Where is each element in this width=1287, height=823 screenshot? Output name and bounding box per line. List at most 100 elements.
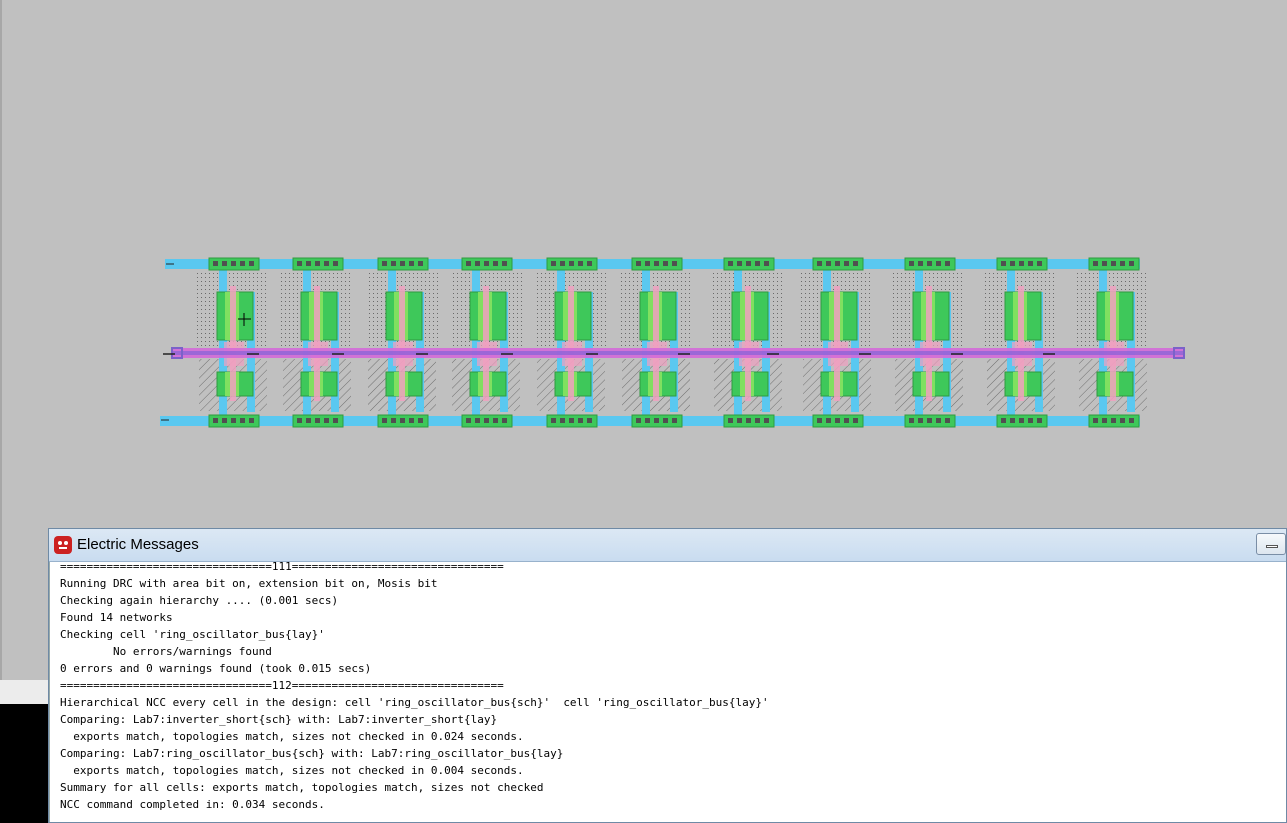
message-line: Running DRC with area bit on, extension …: [60, 577, 438, 590]
messages-window[interactable]: Electric Messages ======================…: [48, 528, 1287, 823]
contact: [578, 418, 583, 423]
contact: [222, 261, 227, 266]
contact: [222, 418, 227, 423]
inverter-cell[interactable]: [620, 257, 692, 428]
metal1-strap: [915, 266, 923, 418]
messages-title: Electric Messages: [77, 536, 199, 553]
contact: [306, 418, 311, 423]
inverter-cell[interactable]: [366, 257, 438, 428]
contact: [400, 261, 405, 266]
contact: [400, 418, 405, 423]
message-line: NCC command completed in: 0.034 seconds.: [60, 798, 325, 811]
contact: [1102, 418, 1107, 423]
status-strip: [0, 680, 50, 704]
contact: [475, 261, 480, 266]
contact: [382, 418, 387, 423]
contact: [560, 261, 565, 266]
contact: [645, 418, 650, 423]
contact: [409, 261, 414, 266]
contact: [502, 261, 507, 266]
minimize-button[interactable]: [1256, 533, 1286, 555]
contact: [654, 261, 659, 266]
bus-end-left[interactable]: [171, 347, 183, 359]
contact: [324, 261, 329, 266]
contact: [560, 418, 565, 423]
inverter-cell[interactable]: [1077, 257, 1149, 428]
contact: [551, 261, 556, 266]
inverter-cell[interactable]: [450, 257, 522, 428]
metal1-strap: [1099, 266, 1107, 418]
message-line: Checking again hierarchy .... (0.001 sec…: [60, 594, 339, 607]
contact: [578, 261, 583, 266]
bus-end-right[interactable]: [1173, 347, 1185, 359]
contact: [1037, 418, 1042, 423]
contact: [672, 418, 677, 423]
metal1-strap: [303, 266, 311, 418]
contact: [853, 418, 858, 423]
contact: [1111, 418, 1116, 423]
contact: [418, 261, 423, 266]
contact: [297, 418, 302, 423]
contact: [418, 418, 423, 423]
contact: [1001, 418, 1006, 423]
contact: [240, 261, 245, 266]
messages-body[interactable]: ================================111=====…: [49, 562, 1286, 822]
inverter-cell[interactable]: [535, 257, 607, 428]
contact: [826, 418, 831, 423]
metal2-bus-inner: [172, 351, 1184, 355]
contact: [844, 261, 849, 266]
inverter-cell[interactable]: [281, 257, 353, 428]
contact: [1019, 261, 1024, 266]
contact: [493, 261, 498, 266]
message-line: ================================111=====…: [60, 562, 504, 573]
contact: [1028, 418, 1033, 423]
contact: [645, 261, 650, 266]
contact: [484, 418, 489, 423]
metal1-strap: [472, 266, 480, 418]
contact: [1102, 261, 1107, 266]
contact: [835, 418, 840, 423]
contact: [231, 418, 236, 423]
inverter-cell[interactable]: [712, 257, 784, 428]
contact: [746, 418, 751, 423]
contact: [1028, 261, 1033, 266]
inverter-cell[interactable]: [985, 257, 1057, 428]
contact: [1019, 418, 1024, 423]
contact: [755, 418, 760, 423]
contact: [927, 261, 932, 266]
messages-titlebar[interactable]: Electric Messages: [49, 529, 1286, 562]
contact: [764, 418, 769, 423]
inverter-cell[interactable]: [197, 257, 269, 428]
contact: [587, 261, 592, 266]
contact: [315, 418, 320, 423]
contact: [587, 418, 592, 423]
electric-app-icon: [54, 536, 72, 554]
inverter-cell[interactable]: [801, 257, 873, 428]
contact: [927, 418, 932, 423]
contact: [945, 418, 950, 423]
inverter-cell[interactable]: [893, 257, 965, 428]
contact: [737, 261, 742, 266]
contact: [826, 261, 831, 266]
contact: [569, 261, 574, 266]
message-line: Comparing: Lab7:inverter_short{sch} with…: [60, 713, 498, 726]
layout-drawing[interactable]: [0, 0, 1287, 530]
metal1-strap: [1007, 266, 1015, 418]
contact: [333, 261, 338, 266]
contact: [817, 261, 822, 266]
contact: [409, 418, 414, 423]
contact: [466, 261, 471, 266]
message-line: Hierarchical NCC every cell in the desig…: [60, 696, 769, 709]
contact: [918, 418, 923, 423]
contact: [1093, 418, 1098, 423]
message-line: Summary for all cells: exports match, to…: [60, 781, 544, 794]
contact: [1010, 261, 1015, 266]
contact: [1010, 418, 1015, 423]
contact: [1037, 261, 1042, 266]
contact: [663, 418, 668, 423]
contact: [1001, 261, 1006, 266]
contact: [502, 418, 507, 423]
contact: [213, 261, 218, 266]
contact: [1120, 261, 1125, 266]
contact: [817, 418, 822, 423]
